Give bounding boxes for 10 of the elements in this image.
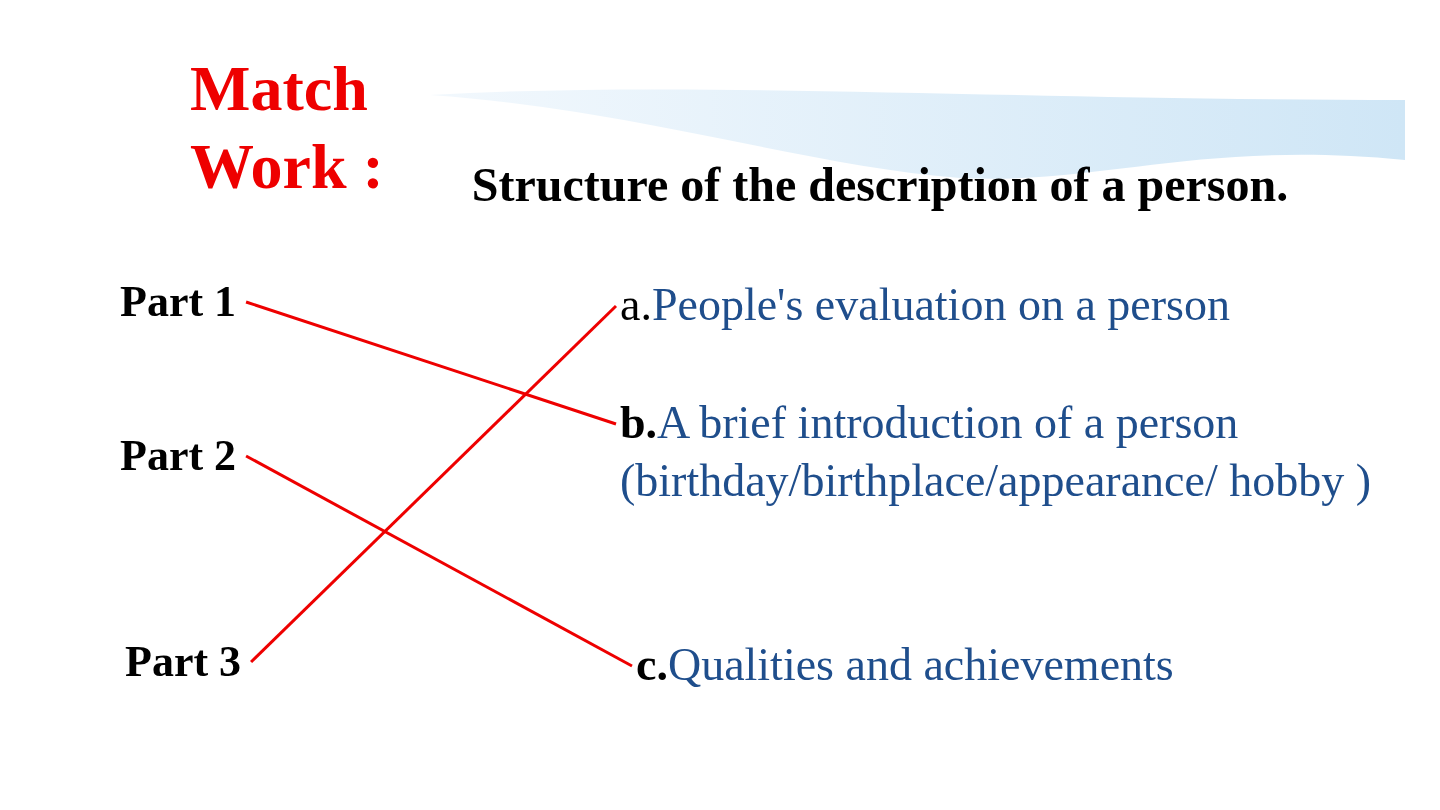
connector-line [245, 454, 633, 668]
part-label: Part 1 [120, 276, 237, 328]
answer-text: a.People's evaluation on a person [620, 278, 1230, 332]
heading: Match Work : [190, 52, 385, 204]
connector-line [250, 304, 618, 664]
part-label: Part 3 [125, 636, 242, 688]
answer-text: c.Qualities and achievements [636, 638, 1174, 692]
connector-line [245, 300, 617, 426]
answer-text: b.A brief introduction of a person (birthday/birthplace/appearance/ hobby ) [620, 396, 1372, 508]
part-label: Part 2 [120, 430, 237, 482]
